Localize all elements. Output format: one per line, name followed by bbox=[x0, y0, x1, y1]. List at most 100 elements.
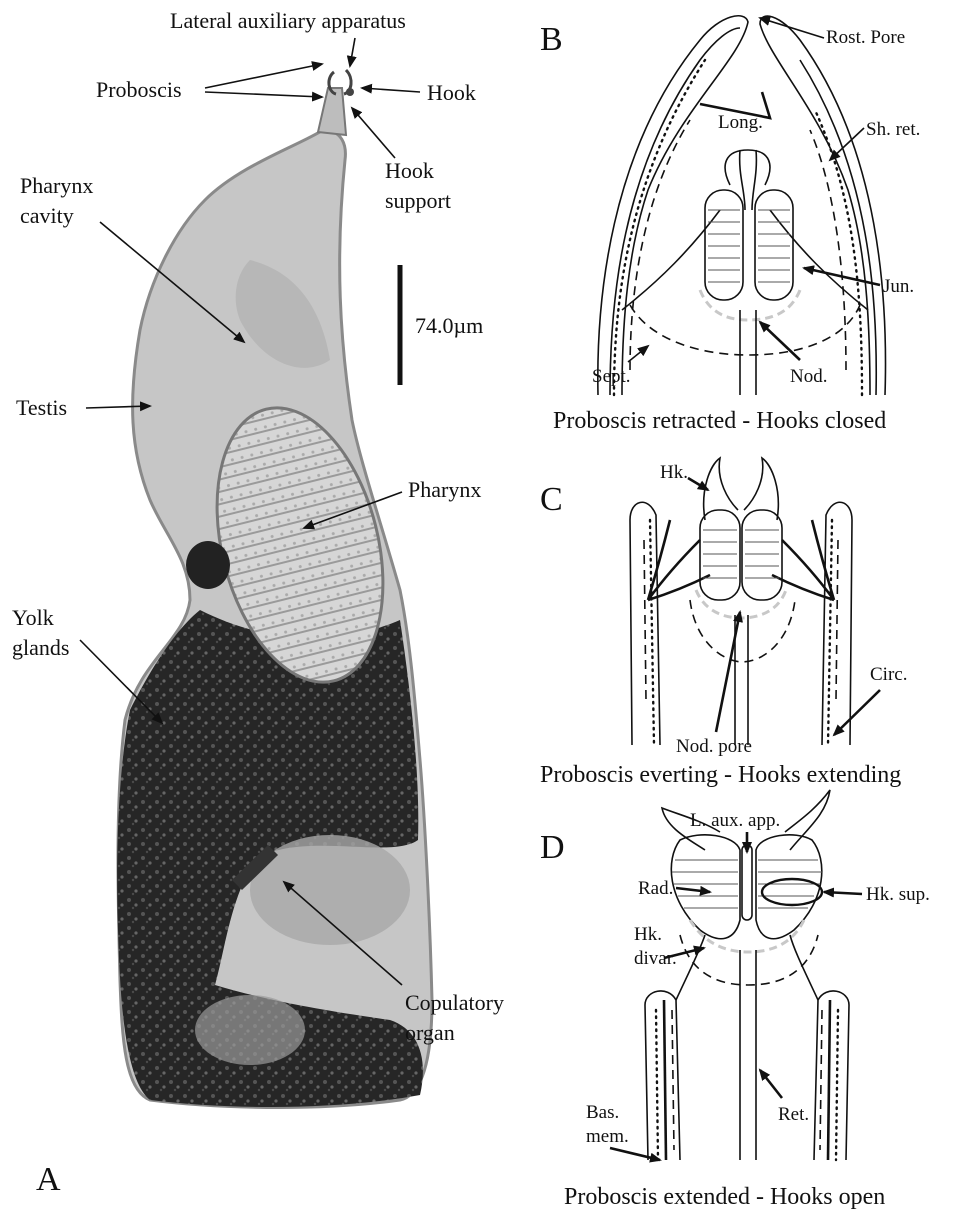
d-label-bas-mem-2: mem. bbox=[586, 1126, 629, 1147]
arrow-proboscis-2 bbox=[205, 92, 322, 97]
d-left-pad bbox=[671, 835, 740, 939]
arrow-proboscis-1 bbox=[205, 64, 322, 88]
d-right-dashed bbox=[820, 1010, 822, 1150]
d-label-l-aux-app: L. aux. app. bbox=[690, 810, 780, 831]
c-right-pad bbox=[742, 510, 782, 600]
panel-c-everting: C Hk. Circ. Nod. pore Proboscis everting… bbox=[540, 458, 907, 788]
label-pharynx-cavity-2: cavity bbox=[20, 203, 74, 228]
label-hook-support-2: support bbox=[385, 188, 451, 213]
d-left-dotted bbox=[656, 1010, 658, 1160]
c-label-circ: Circ. bbox=[870, 664, 907, 685]
label-hook-support-1: Hook bbox=[385, 158, 434, 183]
c-arrow-hk bbox=[688, 478, 708, 490]
arrow-lateral-aux bbox=[350, 38, 355, 66]
d-arrow-ret bbox=[760, 1070, 782, 1098]
d-center-pillar bbox=[742, 845, 752, 920]
b-right-dashed bbox=[810, 130, 846, 370]
b-left-sheath-inner bbox=[610, 28, 740, 395]
panel-d-extended: D L. aux. app. Rad. Hk. sup. Hk. divar. bbox=[540, 790, 930, 1210]
label-yolk-1: Yolk bbox=[12, 605, 54, 630]
label-hook: Hook bbox=[427, 80, 476, 105]
d-label-hk-divar-1: Hk. bbox=[634, 924, 662, 945]
c-stalk bbox=[735, 615, 748, 745]
label-copulatory-2: organ bbox=[405, 1020, 455, 1045]
d-label-rad: Rad. bbox=[638, 878, 673, 899]
d-left-connect bbox=[676, 935, 705, 1000]
b-left-pad bbox=[705, 190, 743, 300]
panel-label-b: B bbox=[540, 21, 563, 58]
b-stalk bbox=[740, 310, 756, 395]
pale-patch bbox=[195, 995, 305, 1065]
label-pharynx-cavity-1: Pharynx bbox=[20, 173, 93, 198]
arrow-hook bbox=[362, 88, 420, 92]
b-arrow-rost-pore bbox=[760, 18, 824, 38]
c-right-dashed bbox=[836, 540, 838, 700]
b-hooks bbox=[725, 150, 770, 210]
hook-dot bbox=[346, 88, 354, 96]
scale-bar-label: 74.0µm bbox=[415, 313, 483, 338]
c-left-pad bbox=[700, 510, 740, 600]
b-right-pad-lines bbox=[758, 210, 790, 282]
b-left-pad-lines bbox=[708, 210, 740, 282]
c-pad-lines bbox=[703, 530, 779, 578]
d-caption: Proboscis extended - Hooks open bbox=[564, 1184, 885, 1210]
b-label-sh-ret: Sh. ret. bbox=[866, 119, 920, 140]
panel-label-d: D bbox=[540, 829, 565, 866]
b-right-pad bbox=[755, 190, 793, 300]
b-retractor-right bbox=[770, 210, 868, 310]
panel-label-c: C bbox=[540, 481, 563, 518]
d-septum bbox=[680, 935, 818, 985]
b-caption: Proboscis retracted - Hooks closed bbox=[553, 408, 886, 434]
panel-label-a: A bbox=[36, 1161, 61, 1198]
b-label-jun: Jun. bbox=[883, 276, 914, 297]
d-arrow-hk-sup bbox=[824, 892, 862, 894]
d-right-sheath bbox=[814, 991, 849, 1160]
label-pharynx: Pharynx bbox=[408, 477, 481, 502]
b-left-sheath-outer bbox=[598, 16, 748, 395]
proboscis-stalk bbox=[318, 88, 346, 135]
c-right-dotted bbox=[828, 520, 832, 745]
d-label-hk-sup: Hk. sup. bbox=[866, 884, 930, 905]
c-arrow-nod-pore bbox=[716, 612, 740, 732]
d-hook-sup-ring bbox=[762, 879, 822, 905]
c-nodule-outline bbox=[696, 590, 786, 618]
c-left-dotted bbox=[650, 520, 654, 745]
c-septum bbox=[690, 600, 795, 662]
d-stalk bbox=[740, 950, 756, 1160]
arrow-hook-support bbox=[352, 108, 395, 158]
b-label-rost-pore: Rost. Pore bbox=[826, 27, 905, 48]
b-arrow-jun bbox=[804, 268, 880, 285]
b-nodule-outline bbox=[700, 290, 800, 320]
c-label-nod-pore: Nod. pore bbox=[676, 736, 752, 757]
c-left-dashed bbox=[644, 540, 646, 700]
label-copulatory-1: Copulatory bbox=[405, 990, 504, 1015]
b-label-sept: Sept. bbox=[592, 366, 631, 387]
d-label-ret: Ret. bbox=[778, 1104, 809, 1125]
panel-a-micrograph: Lateral auxiliary apparatus Proboscis Ho… bbox=[12, 8, 504, 1198]
d-right-connect bbox=[790, 935, 818, 1000]
d-left-sheath bbox=[645, 991, 680, 1160]
c-caption: Proboscis everting - Hooks extending bbox=[540, 762, 901, 788]
label-yolk-2: glands bbox=[12, 635, 69, 660]
c-label-hk: Hk. bbox=[660, 462, 688, 483]
d-label-bas-mem-1: Bas. bbox=[586, 1102, 619, 1123]
d-arrow-rad bbox=[676, 888, 710, 892]
dark-blob bbox=[186, 541, 230, 589]
d-right-basal bbox=[828, 1000, 830, 1160]
b-label-nod: Nod. bbox=[790, 366, 827, 387]
label-testis: Testis bbox=[16, 395, 67, 420]
d-nodule-outline bbox=[690, 920, 804, 952]
label-lateral-auxiliary-apparatus: Lateral auxiliary apparatus bbox=[170, 8, 406, 33]
d-left-basal bbox=[664, 1000, 666, 1160]
d-right-hook bbox=[785, 790, 830, 850]
c-arrow-circ bbox=[834, 690, 880, 735]
label-proboscis: Proboscis bbox=[96, 77, 182, 102]
panel-b-retracted: B Rost. Pore Long. Sh. ret. Jun. Sept. bbox=[540, 16, 920, 434]
d-left-dashed bbox=[672, 1010, 674, 1150]
d-arrow-bas-mem bbox=[610, 1148, 660, 1160]
d-label-hk-divar-2: divar. bbox=[634, 948, 677, 969]
b-left-dashed bbox=[630, 120, 690, 370]
d-right-dotted bbox=[836, 1010, 838, 1160]
b-septum bbox=[630, 305, 860, 355]
